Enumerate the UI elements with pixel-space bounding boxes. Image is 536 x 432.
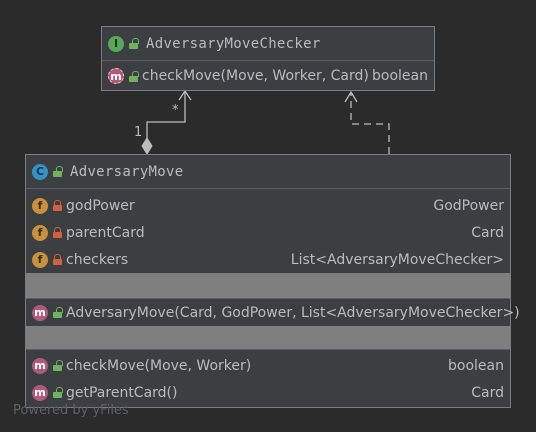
interface-method-row[interactable]: m checkMove(Move, Worker, Card) boolean [102, 61, 434, 91]
field-icon: f [32, 224, 48, 241]
public-visibility-icon [129, 70, 139, 82]
fields-section: f godPower GodPower f parentCard Card f … [26, 189, 510, 273]
section-divider [26, 349, 510, 350]
field-row[interactable]: f godPower GodPower [26, 192, 510, 219]
method-name: checkMove(Move, Worker, Card) [142, 68, 369, 84]
method-row[interactable]: m checkMove(Move, Worker) boolean [26, 352, 510, 379]
class-name: AdversaryMove [70, 163, 184, 180]
method-name: checkMove(Move, Worker) [66, 357, 252, 374]
constructor-row[interactable]: m AdversaryMove(Card, GodPower, List<Adv… [26, 299, 520, 326]
method-name: getParentCard() [66, 384, 178, 401]
abstract-method-icon: m [108, 68, 124, 84]
public-visibility-icon [53, 307, 63, 318]
method-row[interactable]: m getParentCard() Card [26, 379, 510, 406]
interface-header: I AdversaryMoveChecker [102, 27, 434, 61]
section-gap [26, 326, 510, 349]
public-visibility-icon [129, 38, 139, 49]
method-icon: m [32, 304, 48, 321]
realization-arrowhead [344, 90, 358, 103]
methods-section: m checkMove(Move, Worker) boolean m getP… [26, 350, 510, 406]
interface-name: AdversaryMoveChecker [146, 35, 321, 52]
method-icon: m [32, 357, 48, 374]
multiplicity-target: * [172, 103, 179, 118]
interface-icon: I [108, 35, 124, 52]
field-name: godPower [66, 197, 135, 214]
method-return-type: boolean [372, 68, 428, 84]
class-node[interactable]: C AdversaryMove f godPower GodPower f pa… [25, 154, 520, 408]
field-row[interactable]: f parentCard Card [26, 219, 510, 246]
field-name: parentCard [66, 224, 145, 241]
private-visibility-icon [53, 254, 62, 265]
aggregation-arrowhead [178, 89, 192, 101]
public-visibility-icon [53, 387, 63, 398]
field-icon: f [32, 251, 48, 268]
method-return-type: boolean [448, 357, 504, 374]
field-type: Card [471, 224, 504, 241]
constructors-section: m AdversaryMove(Card, GodPower, List<Adv… [26, 299, 520, 326]
constructor-name: AdversaryMove(Card, GodPower, List<Adver… [66, 304, 520, 321]
interface-node[interactable]: I AdversaryMoveChecker m checkMove(Move,… [101, 26, 435, 91]
class-icon: C [32, 163, 48, 180]
aggregation-diamond [141, 137, 153, 155]
public-visibility-icon [53, 360, 63, 371]
section-divider [26, 298, 510, 299]
private-visibility-icon [53, 227, 62, 238]
multiplicity-source: 1 [134, 125, 143, 140]
method-icon: m [32, 384, 48, 401]
realization-edge [350, 93, 390, 154]
aggregation-edge [146, 91, 186, 146]
class-header: C AdversaryMove [26, 155, 510, 189]
field-name: checkers [66, 251, 129, 268]
public-visibility-icon [53, 166, 63, 177]
method-return-type: Card [471, 384, 504, 401]
section-gap [26, 273, 510, 298]
field-icon: f [32, 197, 48, 214]
field-type: GodPower [433, 197, 504, 214]
private-visibility-icon [53, 200, 62, 211]
field-type: List<AdversaryMoveChecker> [290, 251, 504, 268]
field-row[interactable]: f checkers List<AdversaryMoveChecker> [26, 246, 510, 273]
watermark: Powered by yFiles [13, 403, 129, 418]
